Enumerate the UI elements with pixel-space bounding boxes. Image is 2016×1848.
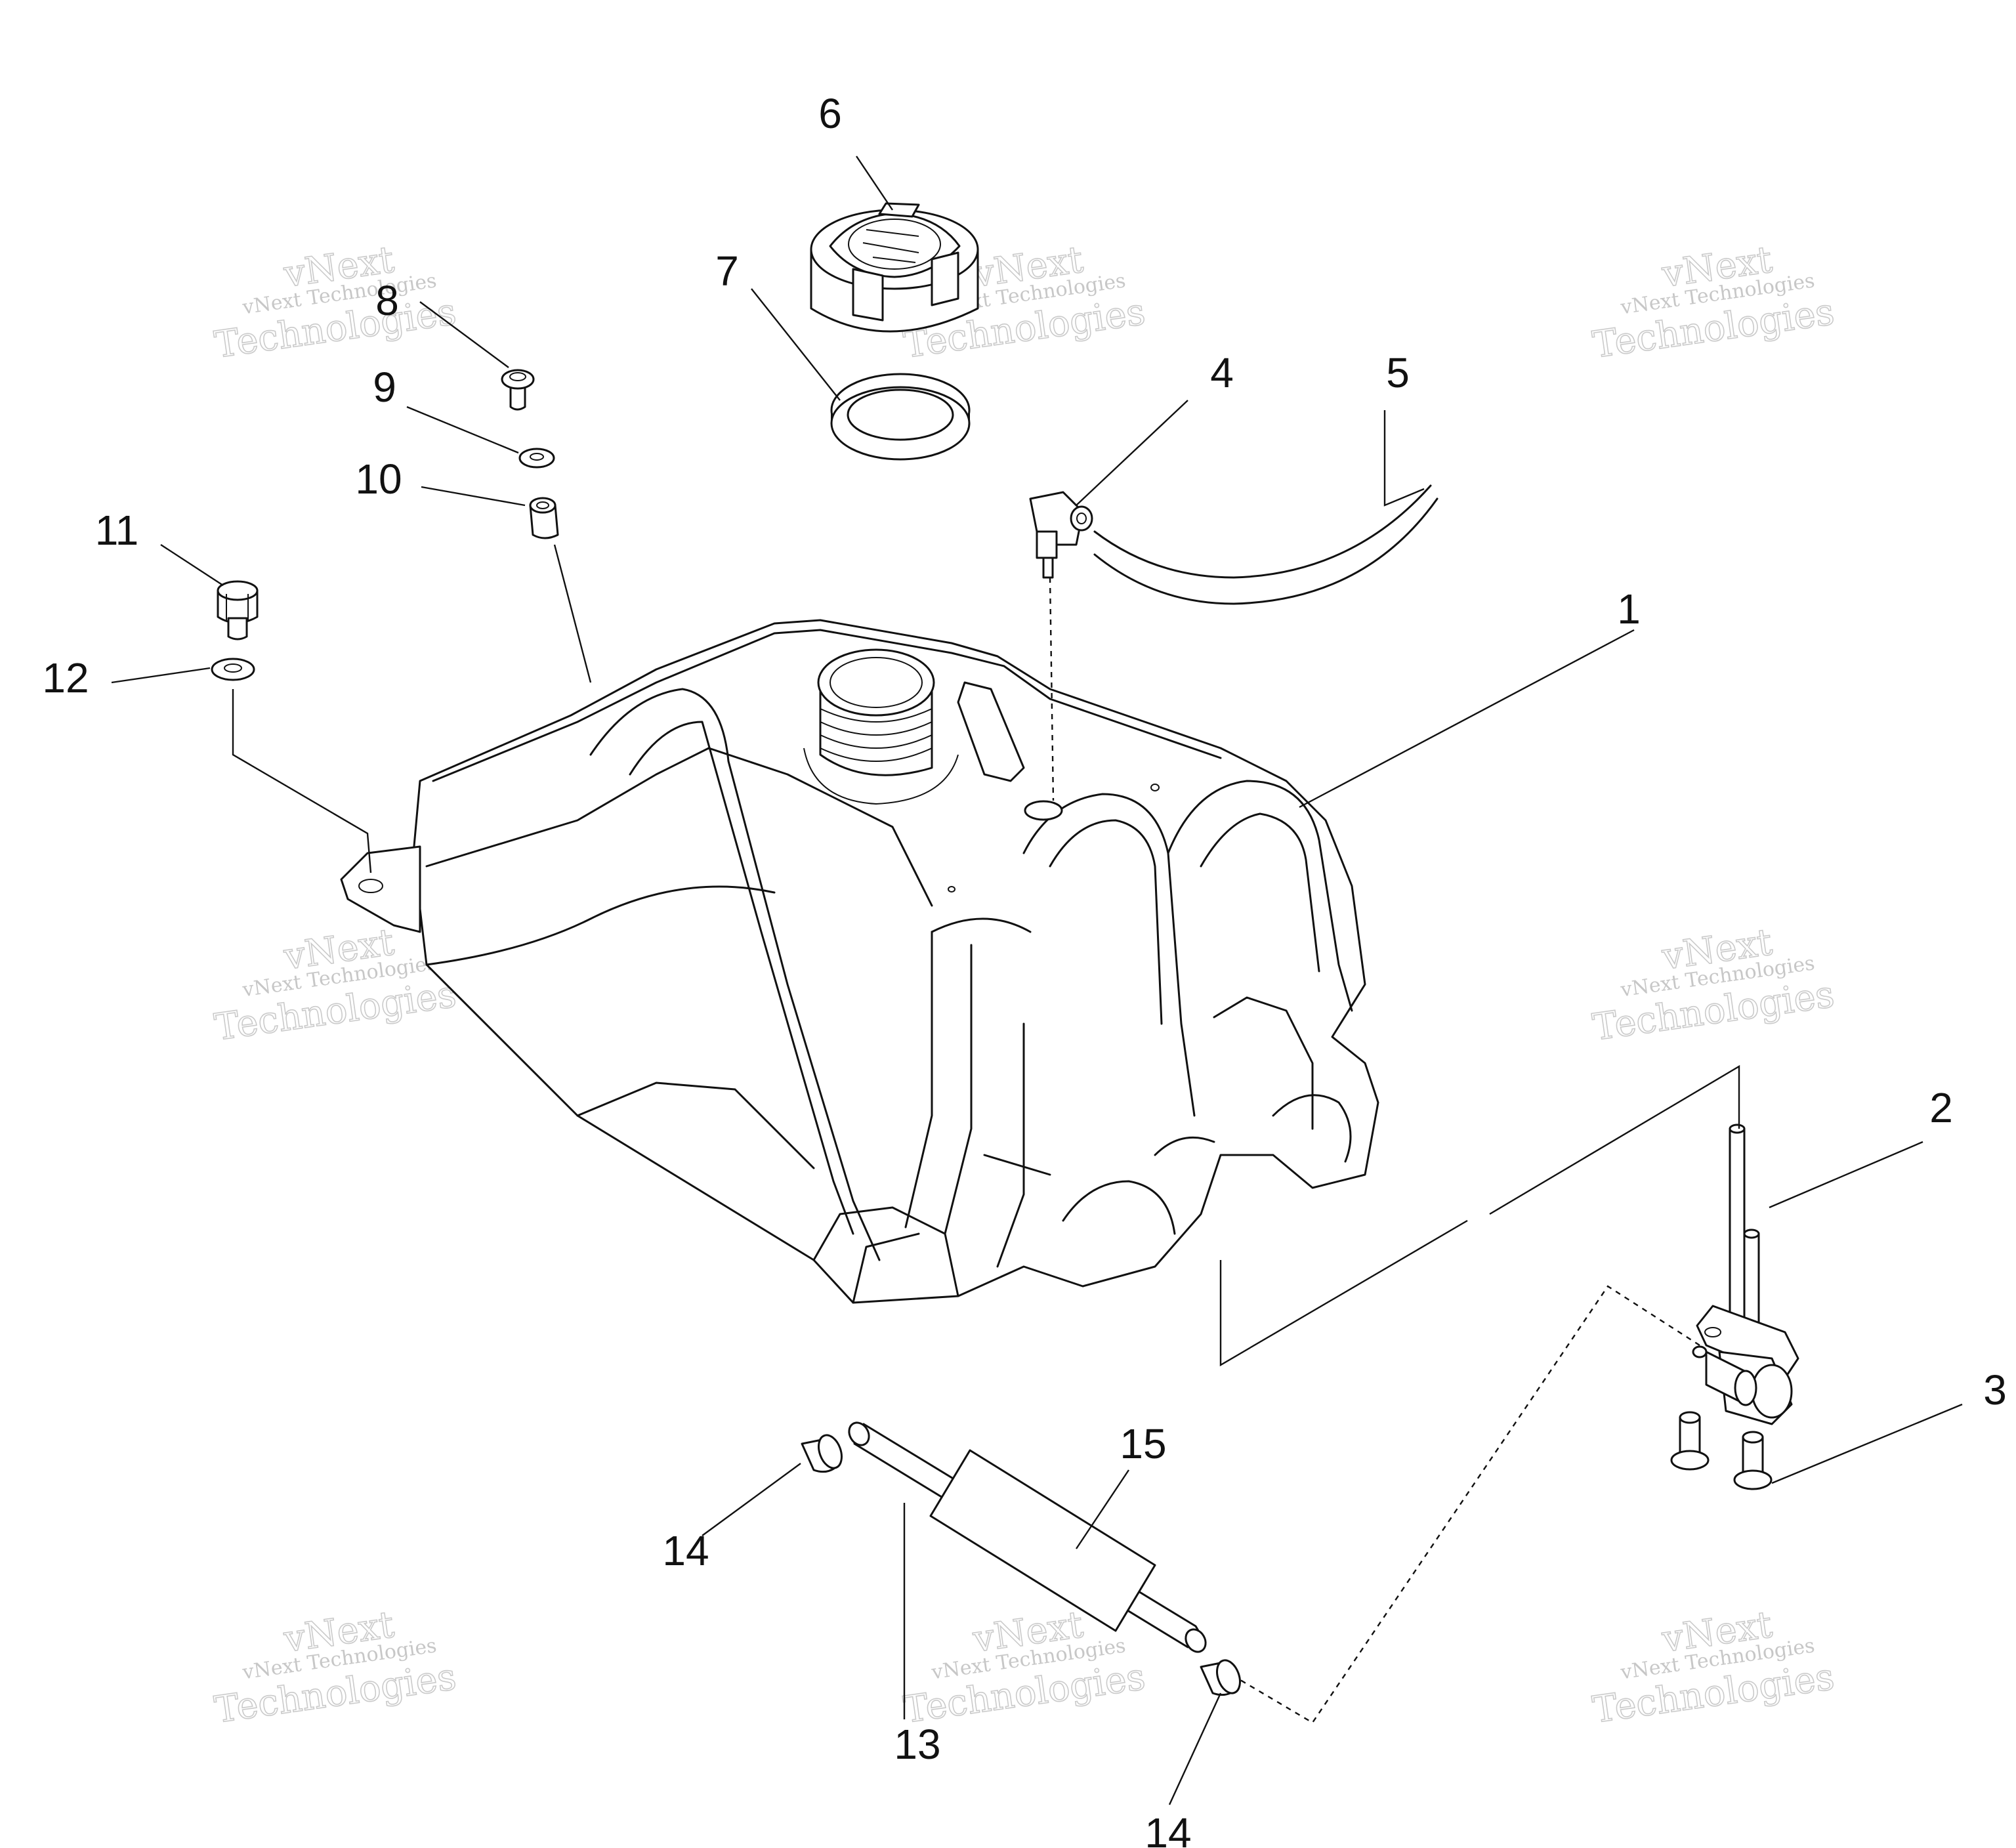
bolt-11 [217, 580, 259, 640]
callout-9: 9 [373, 364, 396, 411]
washer-9 [518, 448, 555, 469]
hose-clamp-14b [1200, 1659, 1241, 1696]
valve-screws [1670, 1411, 1773, 1490]
fuel-tank [340, 619, 1379, 1304]
watermark: vNext vNext Technologies Technologies [1589, 1603, 1838, 1732]
callout-labels: 1 2 3 4 5 6 7 8 9 10 11 12 13 14 14 15 [42, 90, 2006, 1848]
hose-clamp-14a [801, 1434, 843, 1473]
callout-4: 4 [1210, 349, 1234, 396]
fuel-cap [810, 202, 979, 333]
callout-3: 3 [1983, 1366, 2007, 1414]
watermark: vNext vNext Technologies Technologies [211, 238, 459, 367]
washer-12 [211, 658, 255, 681]
filler-neck [803, 648, 959, 805]
screw-8 [501, 369, 535, 411]
callout-7: 7 [715, 247, 739, 295]
callout-2: 2 [1929, 1084, 1953, 1131]
watermark: vNext vNext Technologies Technologies [211, 1603, 459, 1732]
callout-11: 11 [95, 507, 138, 554]
hose-sleeve [929, 1449, 1156, 1632]
callout-12: 12 [42, 654, 89, 702]
vent-hose [1093, 484, 1438, 605]
callout-1: 1 [1617, 585, 1641, 633]
fuel-valve [1692, 1124, 1799, 1425]
callout-15: 15 [1120, 1420, 1166, 1467]
callout-8: 8 [375, 277, 399, 324]
watermark: vNext vNext Technologies Technologies [1589, 920, 1838, 1049]
watermark: vNext vNext Technologies Technologies [211, 920, 459, 1049]
callout-14: 14 [1144, 1809, 1191, 1848]
spacer-10 [529, 497, 559, 539]
callout-13: 13 [894, 1721, 940, 1768]
cap-gasket [830, 373, 971, 461]
callout-6: 6 [818, 90, 842, 137]
leader-lines [111, 156, 1963, 1805]
callout-10: 10 [355, 455, 402, 503]
watermark: vNext vNext Technologies Technologies [1589, 238, 1838, 367]
callout-14: 14 [662, 1527, 709, 1574]
vent-elbow-fitting [1029, 491, 1093, 579]
callout-5: 5 [1386, 349, 1410, 396]
